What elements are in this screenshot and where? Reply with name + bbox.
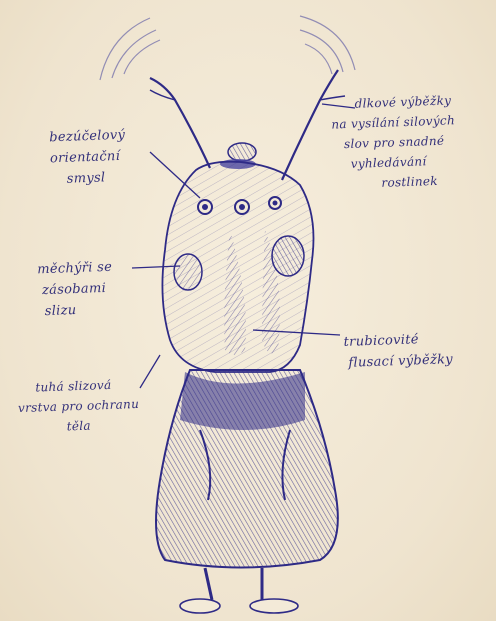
- pouch-right: [272, 236, 304, 276]
- annotation-antennae: dlkové výběžky na vysílání silových slov…: [354, 90, 457, 193]
- annotation-pouches: měchýři se zásobami slizu: [37, 257, 114, 323]
- signal-arcs-right: [300, 16, 355, 74]
- annotation-proboscis: trubicovité flusací výběžky: [343, 328, 453, 374]
- annotation-slime-shell: tuhá slizová vrstva pro ochranu těla: [17, 374, 140, 438]
- signal-arcs-left: [100, 18, 160, 80]
- pouch-left: [174, 254, 202, 290]
- feet: [180, 568, 298, 613]
- antenna-left: [150, 78, 210, 168]
- annotation-orientation-sense: bezúčelový orientační smysl: [49, 125, 127, 191]
- antenna-right: [282, 70, 338, 180]
